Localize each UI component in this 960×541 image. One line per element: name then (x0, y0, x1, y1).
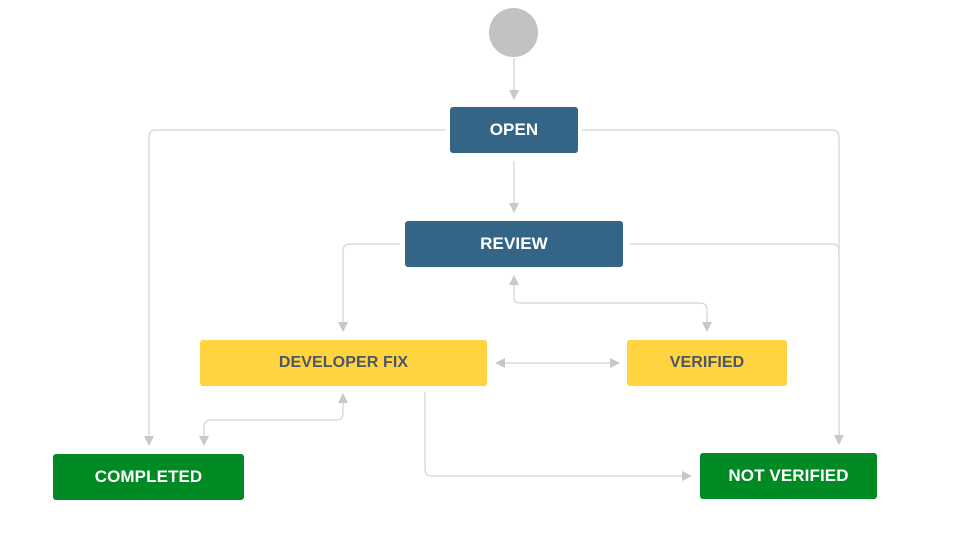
status-review[interactable]: REVIEW (405, 221, 623, 267)
status-completed[interactable]: COMPLETED (53, 454, 244, 500)
edge-open-notverified (582, 129, 844, 445)
status-open-label: OPEN (489, 120, 539, 139)
status-developer-fix[interactable]: DEVELOPER FIX (200, 340, 487, 386)
status-verified[interactable]: VERIFIED (627, 340, 787, 386)
edge-devfix-notverified (424, 392, 692, 481)
status-not-verified[interactable]: NOT VERIFIED (700, 453, 877, 499)
edge-open-completed (144, 129, 446, 446)
start-node (489, 8, 538, 57)
status-completed-label: COMPLETED (94, 467, 203, 486)
status-not-verified-label: NOT VERIFIED (728, 466, 849, 485)
status-developer-fix-label: DEVELOPER FIX (278, 354, 409, 371)
edge-review-verified (509, 275, 712, 332)
edge-review-devfix (338, 243, 400, 332)
edge-devfix-completed (199, 393, 348, 446)
status-review-label: REVIEW (480, 234, 548, 253)
status-verified-label: VERIFIED (669, 354, 745, 371)
edge-review-notverified (630, 243, 840, 252)
status-open[interactable]: OPEN (450, 107, 578, 153)
